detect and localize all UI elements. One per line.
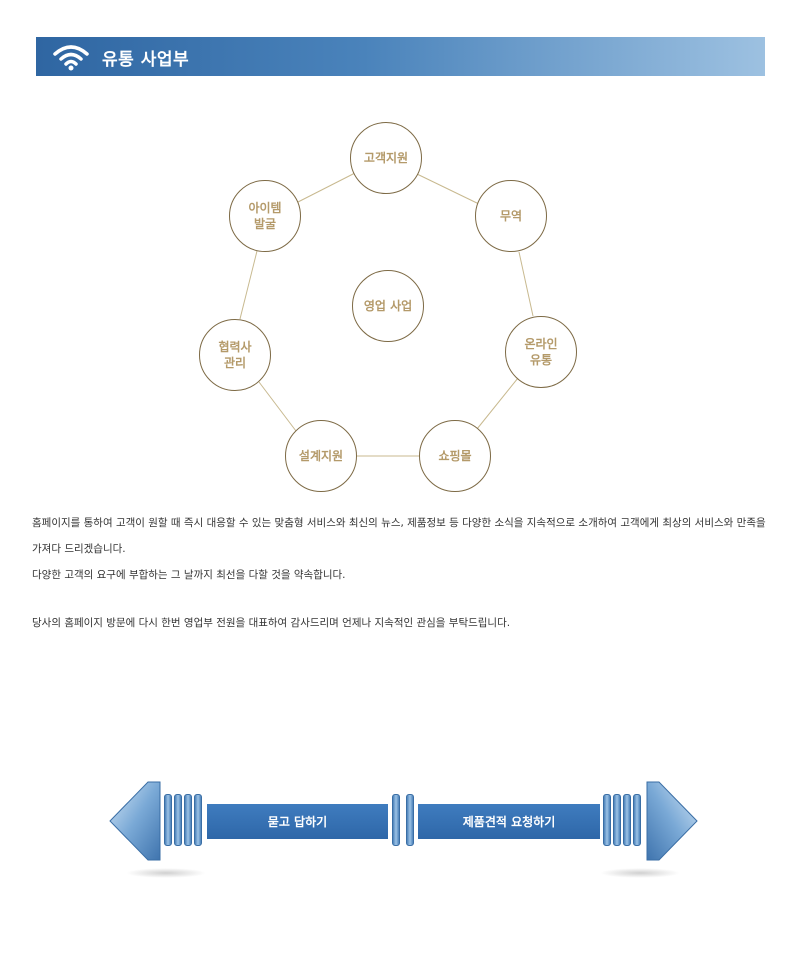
decor-bar — [184, 794, 192, 846]
decor-bar — [164, 794, 172, 846]
diagram-center-node: 영업 사업 — [352, 270, 424, 342]
arrow-left-icon[interactable] — [108, 780, 162, 862]
connector-line — [297, 172, 356, 203]
decor-bar — [633, 794, 641, 846]
connector-line — [518, 251, 534, 317]
arrow-shadow — [126, 868, 206, 878]
arrow-shadow — [600, 868, 680, 878]
diagram-node-trade: 무역 — [475, 180, 547, 252]
decor-bar — [174, 794, 182, 846]
decor-bar — [392, 794, 400, 846]
connector-line — [476, 377, 519, 430]
connector-line — [239, 250, 258, 320]
qa-button[interactable]: 묻고 답하기 — [207, 804, 388, 839]
intro-paragraph: 홈페이지를 통하여 고객이 원할 때 즉시 대응할 수 있는 맞춤형 서비스와 … — [32, 517, 766, 581]
connector-line — [258, 381, 297, 432]
section-header: 유통 사업부 — [36, 37, 765, 76]
decor-bar — [194, 794, 202, 846]
closing-paragraph: 당사의 홈페이지 방문에 다시 한번 영업부 전원을 대표하여 감사드리며 언제… — [32, 617, 511, 629]
decor-bar — [406, 794, 414, 846]
page-title: 유통 사업부 — [102, 50, 190, 70]
bottom-navigation: 묻고 답하기 제품견적 요청하기 — [0, 770, 800, 890]
decor-bar — [603, 794, 611, 846]
diagram-node-item-discovery: 아이템 발굴 — [229, 180, 301, 252]
decor-bar — [613, 794, 621, 846]
diagram-node-customer-support: 고객지원 — [350, 122, 422, 194]
diagram-node-partner-management: 협력사 관리 — [199, 319, 271, 391]
quote-request-button[interactable]: 제품견적 요청하기 — [418, 804, 600, 839]
wifi-signal-icon — [53, 45, 89, 71]
arrow-right-icon[interactable] — [645, 780, 699, 862]
diagram-node-design-support: 설계지원 — [285, 420, 357, 492]
decor-bar — [623, 794, 631, 846]
diagram-node-online-distribution: 온라인 유통 — [505, 316, 577, 388]
diagram-node-shopping-mall: 쇼핑몰 — [419, 420, 491, 492]
connector-line — [416, 173, 482, 206]
